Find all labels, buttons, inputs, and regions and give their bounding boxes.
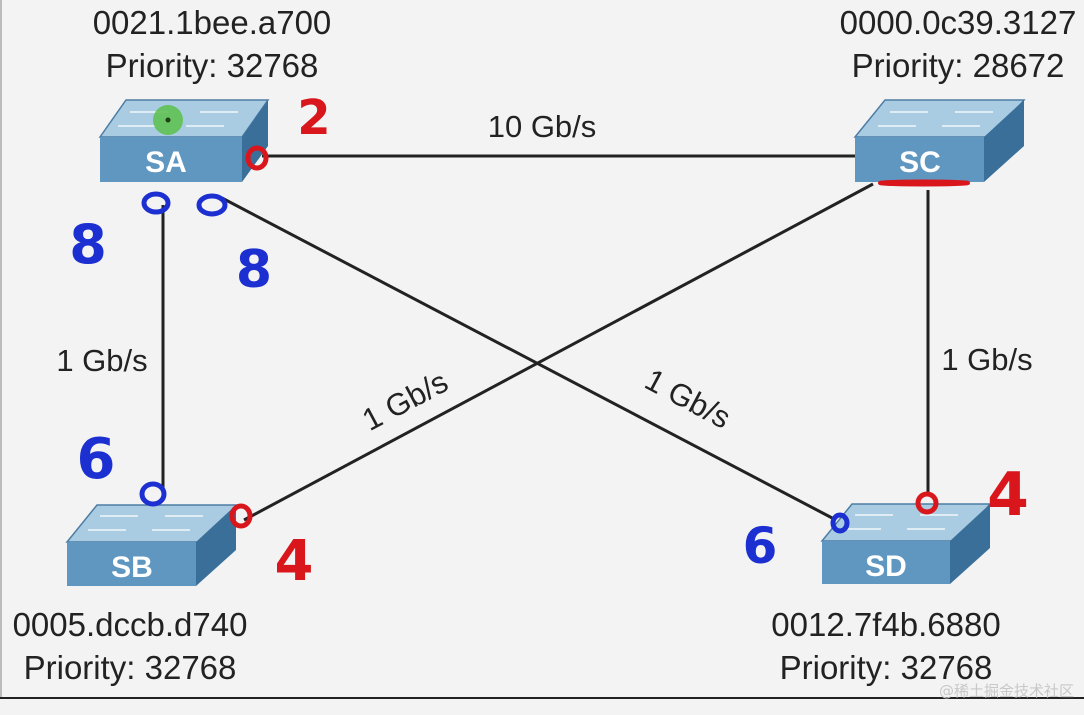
switch-sc: SC <box>853 99 1026 182</box>
sd-port-sc <box>915 491 939 515</box>
switch-sb: SB <box>65 504 238 586</box>
switch-sa-front <box>100 137 242 182</box>
sa-priority: Priority: 32768 <box>106 47 319 84</box>
annotation-sb-cross-cost: 4 <box>275 529 314 594</box>
port-marks <box>139 145 970 534</box>
switch-sd-side <box>950 504 990 584</box>
sd-priority: Priority: 32768 <box>780 649 993 686</box>
root-bridge-marker-dot <box>165 117 171 123</box>
sc-mac: 0000.0c39.3127 <box>840 4 1077 41</box>
switch-sc-front <box>855 137 984 182</box>
watermark: @稀土掘金技术社区 <box>938 682 1074 700</box>
annotation-sb-up-cost: 6 <box>77 427 116 492</box>
sd-mac: 0012.7f4b.6880 <box>771 606 1000 643</box>
sa-port-sb <box>141 191 171 215</box>
switch-sc-label: SC <box>899 146 941 179</box>
sa-mac: 0021.1bee.a700 <box>93 4 332 41</box>
link-label-sc-sd: 1 Gb/s <box>941 342 1032 377</box>
switch-sb-side <box>196 505 236 586</box>
switch-sd-front <box>822 541 950 584</box>
switch-sb-label: SB <box>111 551 153 584</box>
switch-sc-arrows-icon <box>878 111 993 127</box>
link-label-sa-sb: 1 Gb/s <box>56 343 147 378</box>
sb-mac: 0005.dccb.d740 <box>13 606 248 643</box>
sb-port-sc <box>229 503 253 529</box>
switch-sb-arrows-icon <box>88 515 203 531</box>
switch-sa: SA <box>98 99 270 182</box>
cost-annotations: 2 8 8 6 4 6 4 <box>69 90 1029 594</box>
frame-bottom-border <box>0 697 1084 699</box>
switch-sd-arrows-icon <box>843 514 958 530</box>
link-sa-sd <box>221 196 837 522</box>
switch-sb-front <box>67 542 196 586</box>
sc-root-port-mark <box>878 179 970 187</box>
annotation-sa-sc-cost: 2 <box>297 90 330 146</box>
sa-port-sd <box>196 193 228 217</box>
links <box>161 154 930 522</box>
switch-sd-label: SD <box>865 550 907 583</box>
frame-left-border <box>0 0 2 698</box>
annotation-sd-up-cost: 4 <box>987 460 1029 530</box>
sc-priority: Priority: 28672 <box>852 47 1065 84</box>
switch-sa-label: SA <box>145 146 187 179</box>
annotation-sd-cross-cost: 6 <box>743 517 778 575</box>
sa-port-sc <box>245 145 269 171</box>
switch-sd: SD <box>820 503 992 584</box>
annotation-sa-sb-cost: 8 <box>69 213 107 276</box>
bridge-id-labels: 0021.1bee.a700 Priority: 32768 0000.0c39… <box>13 4 1077 686</box>
sd-port-sa <box>830 512 850 534</box>
switch-sa-top <box>98 99 270 138</box>
link-label-sc-sb: 1 Gb/s <box>357 364 454 438</box>
sb-priority: Priority: 32768 <box>24 649 237 686</box>
link-label-sa-sc: 10 Gb/s <box>488 109 597 144</box>
link-sc-sb <box>243 182 874 522</box>
switch-sc-side <box>984 100 1024 182</box>
annotation-sa-sd-cost: 8 <box>236 240 272 300</box>
sb-port-sa <box>139 481 167 507</box>
